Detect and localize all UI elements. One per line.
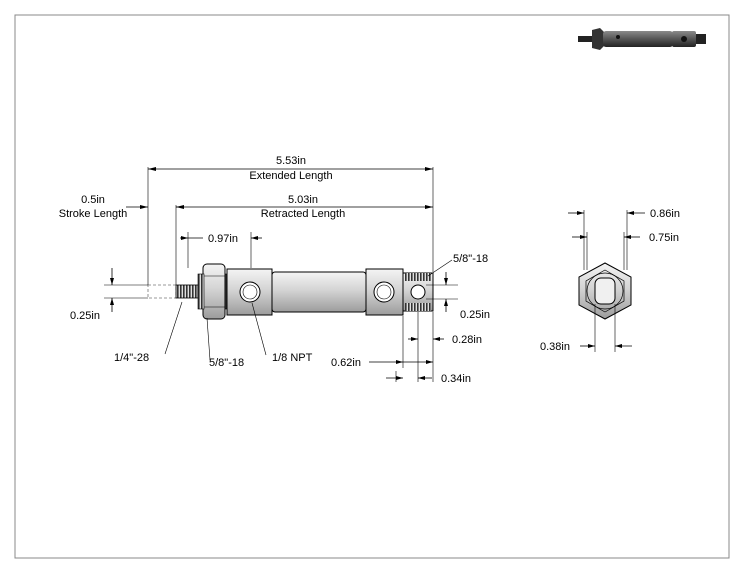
hex-slot — [594, 277, 616, 305]
cylinder-barrel — [271, 271, 367, 313]
hex-inner-label: 0.75in — [649, 232, 679, 244]
stroke-length-caption: Stroke Length — [59, 208, 128, 220]
hex-slot-label: 0.38in — [540, 341, 570, 353]
dim-062-label: 0.62in — [331, 357, 361, 369]
sheet-border — [14, 14, 730, 559]
retracted-length-caption: Retracted Length — [261, 208, 345, 220]
dim-034-label: 0.34in — [441, 373, 471, 385]
thumbnail-view — [578, 28, 706, 50]
rod-diameter-label: 0.25in — [70, 310, 100, 322]
dim-028-label: 0.28in — [452, 334, 482, 346]
clevis-hole — [410, 284, 426, 300]
mount-thread-label: 5/8"-18 — [209, 357, 244, 369]
cylinder-side-view — [147, 263, 434, 320]
extended-length-value: 5.53in — [276, 155, 306, 167]
mounting-nut — [202, 263, 226, 320]
extended-length-caption: Extended Length — [249, 170, 332, 182]
rear-thread-label: 5/8"-18 — [453, 253, 488, 265]
hex-outer-label: 0.86in — [650, 208, 680, 220]
rod-thread-label: 1/4"-28 — [114, 352, 149, 364]
threaded-rod — [175, 284, 199, 299]
cylinder-end-view — [578, 262, 632, 320]
nut-width-label: 0.97in — [208, 233, 238, 245]
dimension-text: 5.53in Extended Length 0.5in Stroke Leng… — [59, 155, 680, 385]
retracted-length-value: 5.03in — [288, 194, 318, 206]
clevis-hole-label: 0.25in — [460, 309, 490, 321]
port-label: 1/8 NPT — [272, 352, 313, 364]
dimension-lines — [104, 167, 645, 382]
stroke-length-value: 0.5in — [81, 194, 105, 206]
